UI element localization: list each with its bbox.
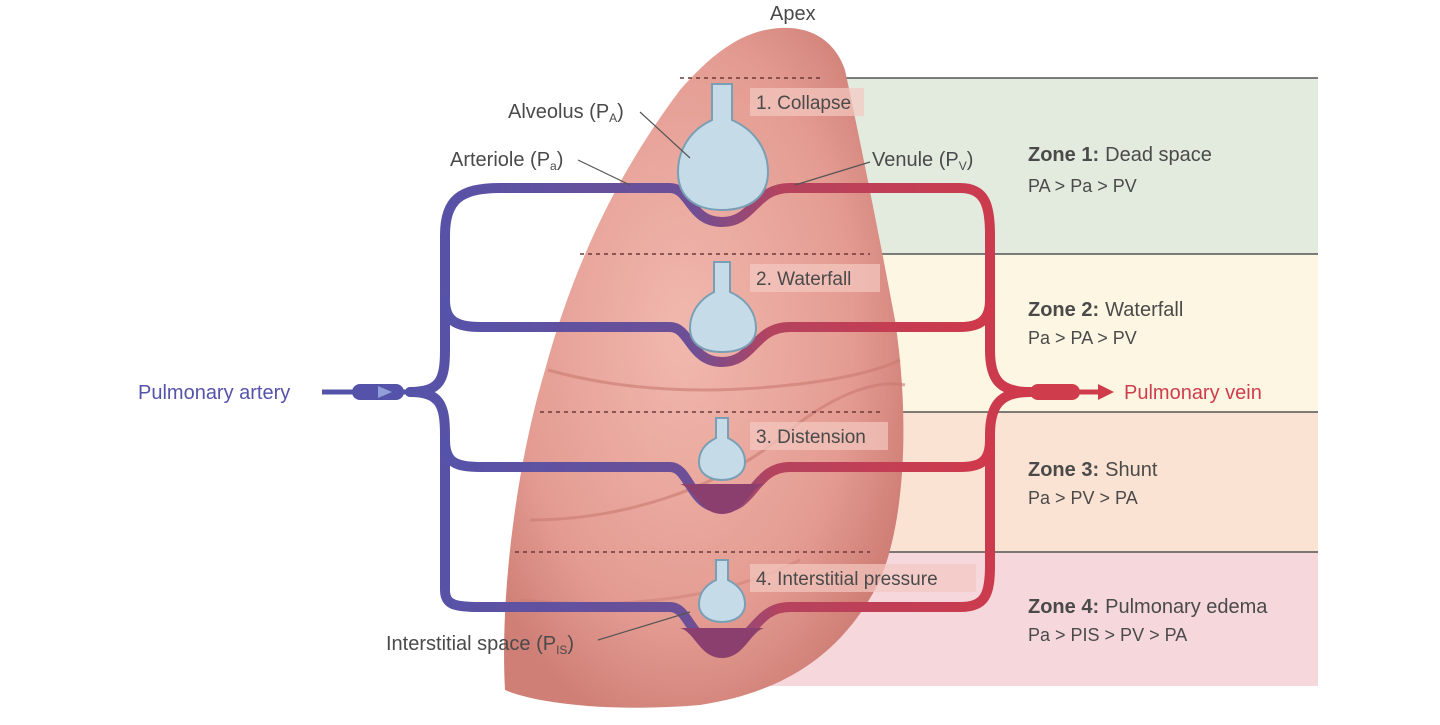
- zone-1-heading: Zone 1:Dead space: [1028, 144, 1212, 166]
- lung-zone-dashes: [515, 77, 880, 553]
- lung-shape: [504, 27, 904, 708]
- pulmonary-artery-label: Pulmonary artery: [138, 382, 290, 404]
- capillary-fill-zone3: [680, 484, 764, 514]
- arteriole-label: Arteriole (Pa): [450, 149, 563, 173]
- capillary-fill-zone4: [680, 628, 764, 658]
- leader-lines: [577, 111, 871, 641]
- stage-label-2: 2. Waterfall: [756, 269, 851, 290]
- stage-label-4: 4. Interstitial pressure: [756, 569, 938, 590]
- stage-label-3: 3. Distension: [756, 427, 866, 448]
- stage-label-1: 1. Collapse: [756, 93, 851, 114]
- zone-2-heading: Zone 2:Waterfall: [1028, 299, 1183, 321]
- venule-label: Venule (PV): [872, 149, 973, 173]
- zone-1-formula: PA > Pa > PV: [1028, 176, 1137, 196]
- interstitial-label: Interstitial space (PIS): [386, 633, 574, 657]
- stage-labels: 1. Collapse 2. Waterfall 3. Distension 4…: [750, 88, 976, 592]
- alveolus-4: [697, 559, 747, 624]
- alveoli: [676, 83, 770, 624]
- zone-3-formula: Pa > PV > PA: [1028, 488, 1138, 508]
- pulmonary-vein-arrow: [1030, 384, 1114, 400]
- pulmonary-vein-label: Pulmonary vein: [1124, 382, 1262, 404]
- zone-bands: [760, 77, 1318, 686]
- alveolus-3: [697, 417, 747, 482]
- pulmonary-artery-arrow: [322, 384, 410, 400]
- zone-4-heading: Zone 4:Pulmonary edema: [1028, 596, 1268, 618]
- alveolus-2: [688, 261, 758, 354]
- zone-2-formula: Pa > PA > PV: [1028, 328, 1137, 348]
- alveolus-label: Alveolus (PA): [508, 101, 624, 125]
- alveolus-1: [676, 83, 770, 212]
- zone-descriptions: Zone 1:Dead space PA > Pa > PV Zone 2:Wa…: [1028, 144, 1268, 645]
- apex-label: Apex: [770, 3, 816, 25]
- lung-lobe-line: [547, 358, 901, 392]
- zone-3-heading: Zone 3:Shunt: [1028, 459, 1158, 481]
- zone-4-formula: Pa > PIS > PV > PA: [1028, 625, 1187, 645]
